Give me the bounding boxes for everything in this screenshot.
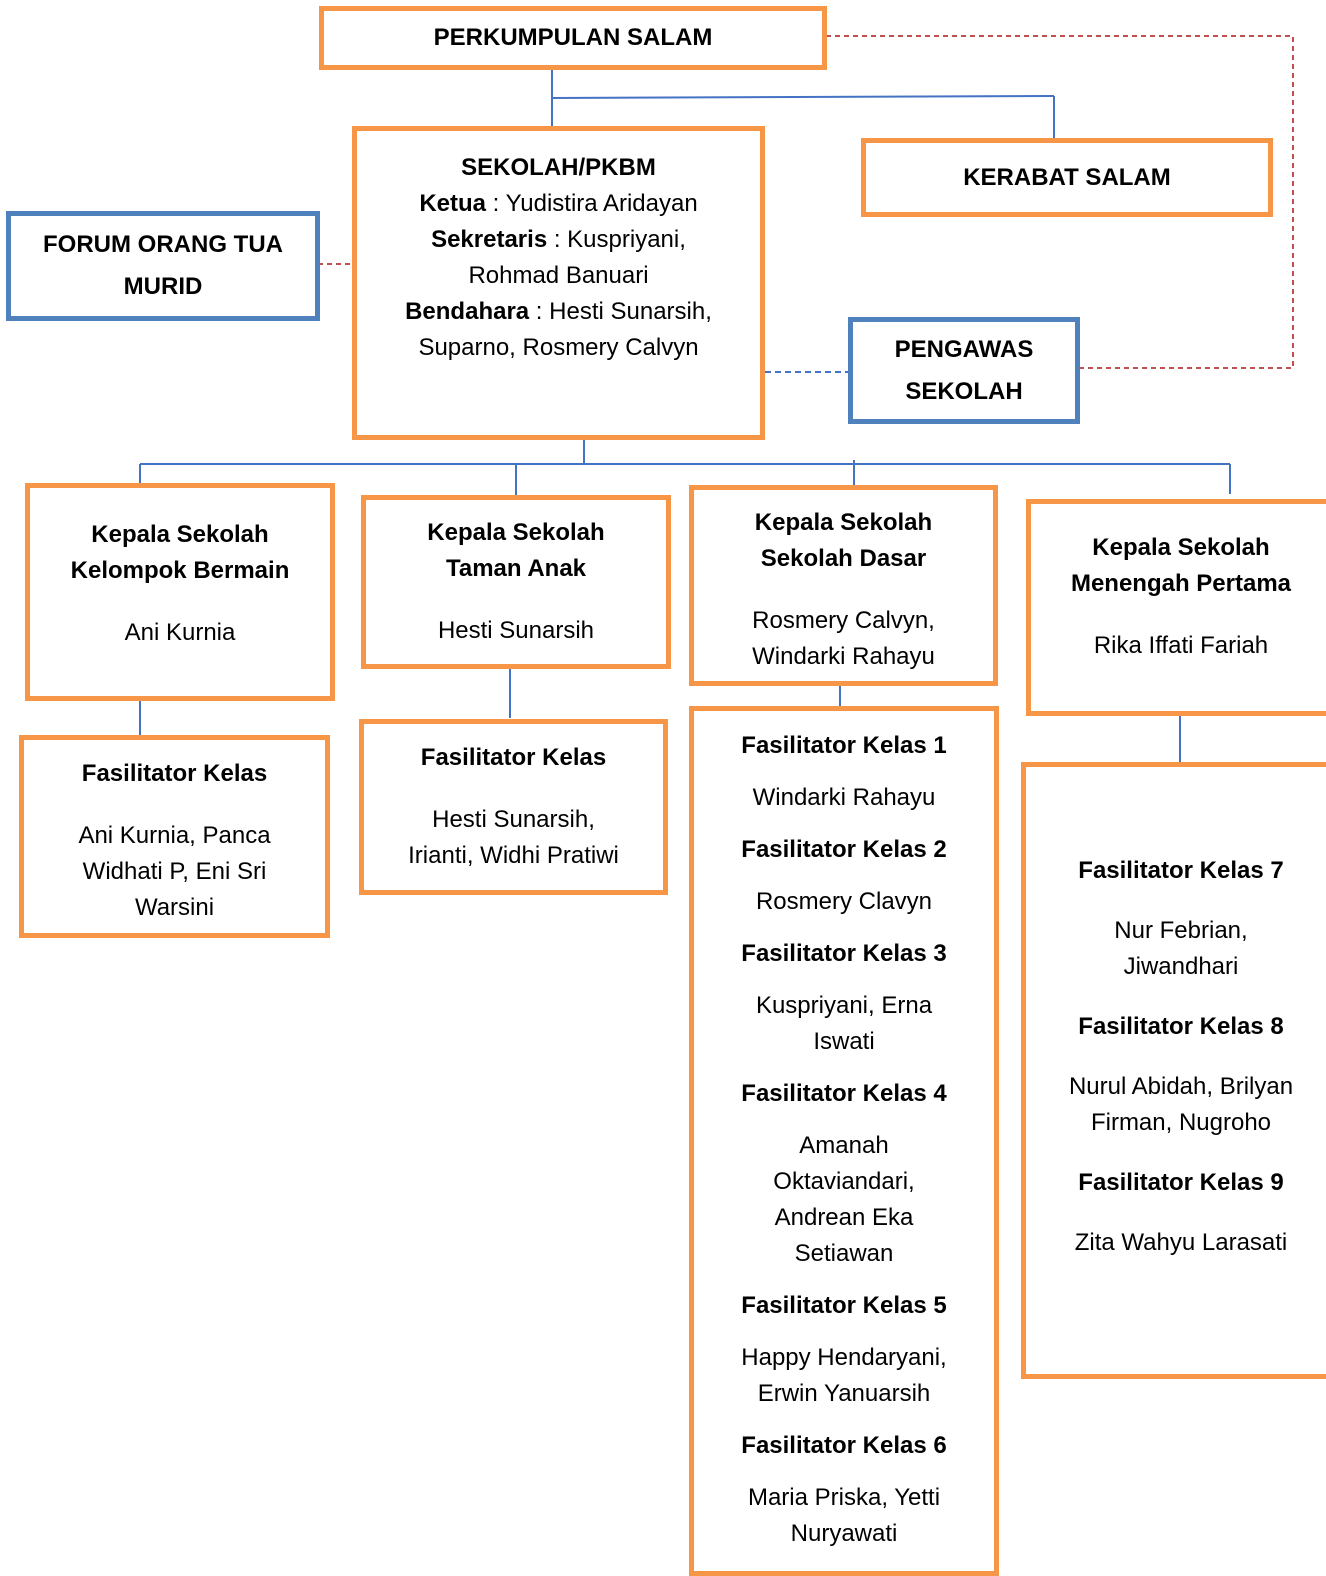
kb-title-line2: Kelompok Bermain bbox=[70, 557, 290, 584]
pkbm-ketua: Ketua : Yudistira Aridayan bbox=[419, 190, 698, 217]
fas-kb-line1: Ani Kurnia, Panca bbox=[78, 822, 271, 849]
smp-title-line2: Menengah Pertama bbox=[1070, 570, 1292, 597]
sd-name-line2: Windarki Rahayu bbox=[752, 643, 935, 670]
forum-orang-tua-box: FORUM ORANG TUA MURID bbox=[6, 211, 320, 321]
pkbm-bendahara: Bendahara : Hesti Sunarsih, bbox=[405, 298, 712, 325]
kerabat-salam-box: KERABAT SALAM bbox=[861, 138, 1273, 217]
fas-ta-title: Fasilitator Kelas bbox=[420, 744, 607, 771]
sd-title-line2: Sekolah Dasar bbox=[760, 545, 927, 572]
pengawas-title-line2: SEKOLAH bbox=[905, 377, 1023, 405]
perkumpulan-title: PERKUMPULAN SALAM bbox=[433, 24, 713, 51]
kepala-sd-box: Kepala Sekolah Sekolah Dasar Rosmery Cal… bbox=[689, 485, 998, 686]
forum-title-line1: FORUM ORANG TUA bbox=[43, 231, 283, 258]
pkbm-bendahara-2: Suparno, Rosmery Calvyn bbox=[418, 334, 699, 361]
fas-sd-4-line2: Oktaviandari, bbox=[773, 1168, 915, 1195]
fasilitator-sd-box: Fasilitator Kelas 1 Windarki Rahayu Fasi… bbox=[689, 706, 999, 1576]
fas-sd-3-line1: Kuspriyani, Erna bbox=[755, 992, 933, 1019]
pkbm-sekretaris: Sekretaris : Kuspriyani, bbox=[431, 226, 686, 253]
fasilitator-kb-box: Fasilitator Kelas Ani Kurnia, Panca Widh… bbox=[19, 735, 330, 938]
fas-smp-8-line1: Nurul Abidah, Brilyan bbox=[1068, 1073, 1294, 1100]
fas-sd-1-line1: Windarki Rahayu bbox=[752, 784, 936, 811]
fas-smp-7-line1: Nur Febrian, bbox=[1114, 917, 1248, 944]
fas-smp-8-title: Fasilitator Kelas 8 bbox=[1078, 1013, 1284, 1040]
forum-title-line2: MURID bbox=[123, 273, 203, 300]
fas-smp-7-title: Fasilitator Kelas 7 bbox=[1078, 857, 1284, 884]
fas-sd-1-title: Fasilitator Kelas 1 bbox=[741, 732, 947, 759]
sd-title-line1: Kepala Sekolah bbox=[754, 509, 933, 536]
fasilitator-smp-box: Fasilitator Kelas 7 Nur Febrian, Jiwandh… bbox=[1021, 762, 1326, 1379]
sd-name-line1: Rosmery Calvyn, bbox=[752, 607, 935, 634]
pengawas-title-line1: PENGAWAS bbox=[894, 335, 1034, 363]
fas-sd-5-line1: Happy Hendaryani, bbox=[741, 1344, 947, 1371]
perkumpulan-salam-box: PERKUMPULAN SALAM bbox=[319, 6, 827, 70]
fas-sd-6-line2: Nuryawati bbox=[790, 1520, 898, 1547]
fas-smp-9-line1: Zita Wahyu Larasati bbox=[1074, 1229, 1288, 1256]
kb-title-line1: Kepala Sekolah bbox=[91, 521, 269, 548]
kepala-ta-box: Kepala Sekolah Taman Anak Hesti Sunarsih bbox=[361, 495, 671, 669]
fas-kb-title: Fasilitator Kelas bbox=[81, 760, 268, 787]
smp-name: Rika Iffati Fariah bbox=[1093, 632, 1269, 659]
fas-sd-4-title: Fasilitator Kelas 4 bbox=[741, 1080, 947, 1107]
fas-sd-3-line2: Iswati bbox=[813, 1028, 875, 1055]
pkbm-box: SEKOLAH/PKBM Ketua : Yudistira Aridayan … bbox=[352, 126, 765, 440]
pengawas-sekolah-box: PENGAWAS SEKOLAH bbox=[848, 317, 1080, 424]
smp-title-line1: Kepala Sekolah bbox=[1092, 534, 1270, 561]
fasilitator-ta-box: Fasilitator Kelas Hesti Sunarsih, Iriant… bbox=[359, 719, 668, 895]
fas-ta-line1: Hesti Sunarsih, bbox=[432, 806, 595, 833]
ta-title-line1: Kepala Sekolah bbox=[427, 519, 605, 546]
connector-top-horizontal bbox=[551, 95, 1055, 99]
fas-sd-3-title: Fasilitator Kelas 3 bbox=[741, 940, 947, 967]
ta-title-line2: Taman Anak bbox=[445, 555, 587, 582]
fas-kb-line2: Widhati P, Eni Sri bbox=[82, 858, 267, 885]
fas-sd-4-line3: Andrean Eka bbox=[774, 1204, 914, 1231]
fas-sd-6-line1: Maria Priska, Yetti bbox=[747, 1484, 941, 1511]
connector-perkumpulan-pengawas-dashed bbox=[826, 35, 1294, 369]
fas-sd-6-title: Fasilitator Kelas 6 bbox=[741, 1432, 947, 1459]
pkbm-sekretaris-2: Rohmad Banuari bbox=[468, 262, 649, 289]
fas-sd-2-line1: Rosmery Clavyn bbox=[755, 888, 933, 915]
fas-smp-7-line2: Jiwandhari bbox=[1123, 953, 1239, 980]
pkbm-title: SEKOLAH/PKBM bbox=[461, 154, 656, 181]
fas-smp-8-line2: Firman, Nugroho bbox=[1090, 1109, 1272, 1136]
fas-sd-2-title: Fasilitator Kelas 2 bbox=[741, 836, 947, 863]
fas-kb-line3: Warsini bbox=[134, 894, 215, 921]
fas-sd-4-line4: Setiawan bbox=[794, 1240, 894, 1267]
fas-ta-line2: Irianti, Widhi Pratiwi bbox=[408, 842, 619, 869]
fas-sd-5-title: Fasilitator Kelas 5 bbox=[741, 1292, 947, 1319]
kepala-kb-box: Kepala Sekolah Kelompok Bermain Ani Kurn… bbox=[25, 483, 335, 701]
kepala-smp-box: Kepala Sekolah Menengah Pertama Rika Iff… bbox=[1026, 499, 1326, 716]
kerabat-title: KERABAT SALAM bbox=[963, 163, 1171, 191]
fas-sd-4-line1: Amanah bbox=[799, 1132, 889, 1159]
kb-name: Ani Kurnia bbox=[124, 619, 236, 646]
ta-name: Hesti Sunarsih bbox=[437, 617, 595, 644]
fas-smp-9-title: Fasilitator Kelas 9 bbox=[1078, 1169, 1284, 1196]
fas-sd-5-line2: Erwin Yanuarsih bbox=[757, 1380, 931, 1407]
